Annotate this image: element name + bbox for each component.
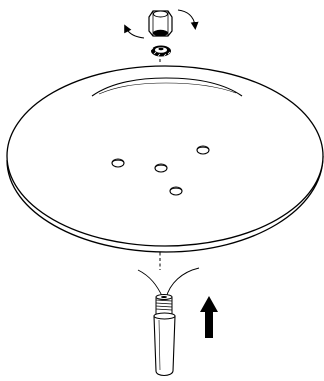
hole-icon bbox=[111, 158, 125, 168]
wire-icon bbox=[137, 269, 164, 299]
center-hole bbox=[154, 163, 168, 173]
hole-icon bbox=[196, 145, 210, 155]
hex-nut bbox=[148, 10, 173, 37]
rotate-arrow-icon bbox=[124, 24, 145, 39]
mounting-holes bbox=[111, 145, 210, 196]
rotate-arrows bbox=[124, 9, 199, 39]
hole-icon bbox=[154, 163, 168, 173]
arrow-up-icon bbox=[200, 296, 218, 338]
insert-arrow bbox=[200, 296, 218, 338]
hex-nut-icon bbox=[148, 10, 173, 37]
lock-washer-icon bbox=[150, 44, 172, 57]
lock-washer bbox=[150, 44, 172, 57]
hole-icon bbox=[169, 186, 183, 196]
threaded-pipe bbox=[153, 294, 176, 377]
wire-icon bbox=[165, 267, 200, 299]
canopy bbox=[6, 65, 324, 253]
canopy-face bbox=[6, 65, 324, 247]
canopy-dome-icon bbox=[91, 77, 243, 97]
threaded-pipe-icon bbox=[153, 294, 176, 377]
rotate-arrow-icon bbox=[177, 9, 199, 30]
wires bbox=[137, 267, 200, 299]
